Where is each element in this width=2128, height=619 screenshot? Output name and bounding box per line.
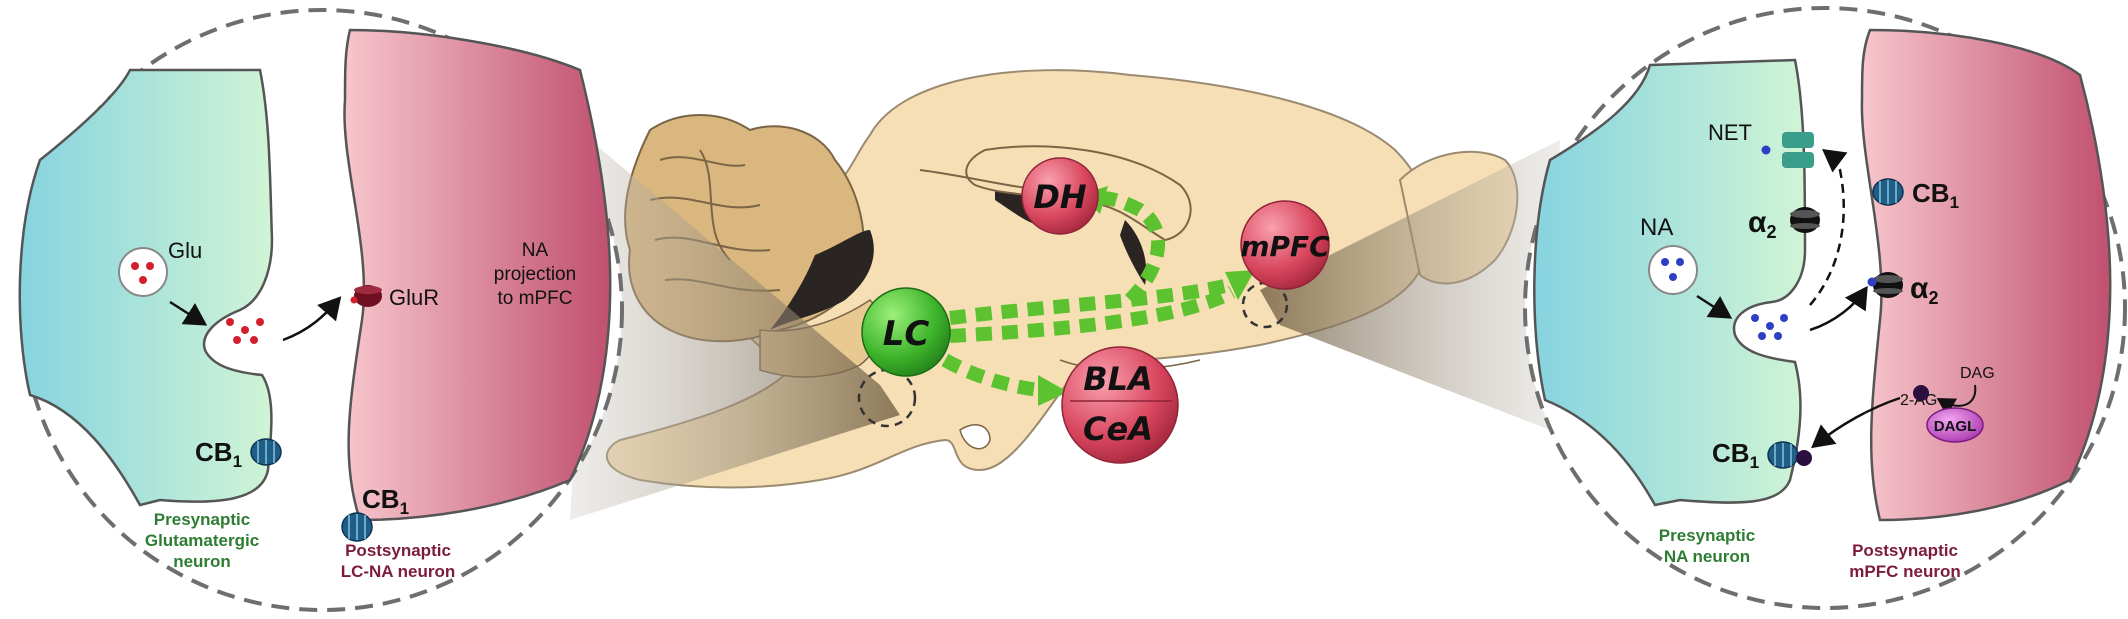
net-label: NET <box>1708 120 1752 145</box>
region-lc-label: LC <box>883 314 930 354</box>
left-pre-caption-1: Presynaptic <box>154 510 250 529</box>
left-post-caption-2: LC-NA neuron <box>341 562 456 581</box>
cb1-receptor-icon-left-pre <box>250 438 282 466</box>
dagl-label: DAGL <box>1934 418 1977 435</box>
cb1-receptor-icon-right-pre <box>1767 441 1812 469</box>
dag-label: DAG <box>1960 365 1995 382</box>
zoom-cone-left <box>570 140 900 520</box>
projection-lc-to-mpfc-lower <box>949 285 1236 343</box>
alpha2-label-post: α2 <box>1910 272 1938 308</box>
projection-lc-to-mpfc-upper <box>949 275 1243 325</box>
right-synapse-panel: NA NET α2 α2 <box>1523 6 2127 610</box>
na-projection-line2: projection <box>494 264 576 285</box>
region-mpfc: mPFC <box>1240 200 1330 290</box>
zoom-cone-right <box>1260 140 1560 430</box>
arrowhead-bla <box>1038 375 1068 406</box>
cb1-label-right-post: CB1 <box>1912 178 1959 212</box>
glur-receptor-icon <box>350 285 382 307</box>
right-post-caption-2: mPFC neuron <box>1849 562 1960 581</box>
right-postsynaptic-neuron <box>1860 28 2112 522</box>
na-projection-line1: NA <box>522 240 549 261</box>
net-transporter-icon <box>1761 132 1814 168</box>
region-bla-label: BLA <box>1083 360 1153 398</box>
na-projection-line3: to mPFC <box>498 288 573 309</box>
region-mpfc-label: mPFC <box>1240 230 1330 263</box>
region-bla-cea: BLA CeA <box>1061 346 1179 464</box>
dagl-enzyme <box>1926 407 1984 443</box>
right-pre-caption-1: Presynaptic <box>1659 526 1755 545</box>
cb1-receptor-icon-right-post <box>1872 178 1904 206</box>
region-dh: DH <box>1021 157 1099 235</box>
projection-to-dh <box>1099 191 1165 305</box>
region-lc: LC <box>861 287 951 377</box>
cb1-receptor-icon-left-post <box>341 512 373 542</box>
region-cea-label: CeA <box>1083 410 1153 448</box>
left-pre-caption-2: Glutamatergic <box>145 531 259 550</box>
left-postsynaptic-neuron <box>343 28 612 522</box>
projection-lc-to-bla <box>941 353 1041 397</box>
na-label: NA <box>1640 214 1673 241</box>
right-post-caption-1: Postsynaptic <box>1852 541 1958 560</box>
cb1-label-left-pre: CB1 <box>195 437 242 471</box>
glu-label: Glu <box>168 238 202 263</box>
two-ag-molecule <box>1913 385 1929 401</box>
cb1-label-right-pre: CB1 <box>1712 438 1759 472</box>
glur-label: GluR <box>389 285 439 310</box>
left-pre-caption-3: neuron <box>173 552 231 571</box>
cb1-label-left-post: CB1 <box>362 484 409 518</box>
alpha2-receptor-icon-pre <box>1790 207 1820 233</box>
projections <box>941 191 1243 397</box>
alpha2-label-pre: α2 <box>1748 206 1776 242</box>
left-post-caption-1: Postsynaptic <box>345 541 451 560</box>
left-synapse-panel: Glu GluR NA projection to mPFC CB1 <box>18 8 624 612</box>
right-pre-caption-2: NA neuron <box>1664 547 1750 566</box>
arrowhead-mpfc <box>1225 270 1255 300</box>
region-dh-label: DH <box>1033 178 1087 216</box>
alpha2-receptor-icon-post <box>1867 272 1903 298</box>
